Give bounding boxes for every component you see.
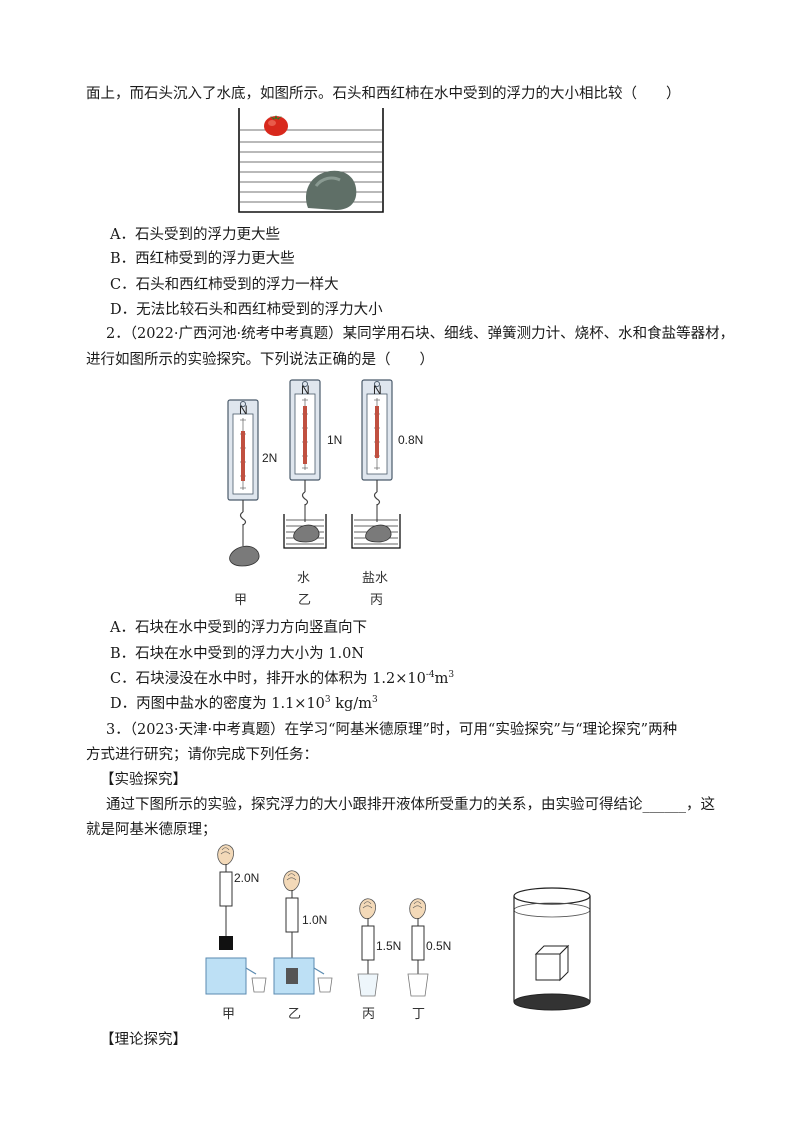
weight-block-icon: [219, 936, 233, 950]
stone-bing-icon: [365, 524, 392, 543]
q1-stem-tail: 面上，而石头沉入了水底，如图所示。石头和西红柿在水中受到的浮力的大小相比较（ ）: [86, 86, 681, 102]
cube-icon: [534, 944, 570, 982]
tomato-icon: [264, 115, 288, 136]
caption3-bing: 丙: [362, 1007, 375, 1022]
setup-bing: 1.5N 丙: [357, 898, 401, 1022]
scale-yi: N 1N 水: [283, 379, 342, 586]
liquid-label-water: 水: [297, 571, 310, 586]
setup-jia: 2.0N 甲: [205, 844, 267, 1022]
q2-stem-line1: 2．（2022·广西河池·统考中考真题）某同学用石块、细线、弹簧测力计、烧杯、水…: [106, 326, 735, 342]
bucket-ding-icon: [407, 973, 429, 997]
stone-icon: [306, 170, 357, 210]
setup-yi: 1.0N 乙: [273, 870, 333, 1022]
small-cup-jia: [251, 977, 267, 993]
caption3-yi: 乙: [288, 1007, 301, 1022]
scale-jia: N 2N: [227, 399, 277, 567]
q2-option-d: D．丙图中盐水的密度为 1.1×103 kg/m3: [110, 695, 378, 713]
reading-d: 0.5N: [426, 939, 451, 953]
caption3-ding: 丁: [412, 1007, 425, 1022]
q3-stem-line2: 方式进行研究；请你完成下列任务：: [86, 747, 318, 763]
stone-jia-icon: [229, 545, 260, 567]
q3-para2: 就是阿基米德原理；: [86, 822, 217, 838]
overflow-beaker-jia: [205, 957, 247, 995]
reading-b: 1.0N: [302, 913, 327, 927]
q2-stem-line2: 进行如图所示的实验探究。下列说法正确的是（ ）: [86, 352, 434, 368]
stone-yi-icon: [293, 524, 320, 543]
caption-jia: 甲: [234, 593, 247, 608]
scale-unit-yi: N: [301, 383, 310, 397]
q1-option-b: B．西红柿受到的浮力更大些: [110, 251, 295, 267]
small-cup-yi: [317, 977, 333, 993]
caption3-jia: 甲: [222, 1007, 235, 1022]
spring-scale-figure: N 2N N 1N 水 N 0.8N 盐水: [227, 379, 423, 608]
q1-option-d: D．无法比较石头和西红柿受到的浮力大小: [110, 302, 383, 318]
section-experiment-heading: 【实验探究】: [100, 772, 187, 788]
q2-option-b: B．石块在水中受到的浮力大小为 1.0N: [110, 646, 365, 662]
setup-ding: 0.5N 丁: [407, 898, 451, 1022]
reading-yi: 1N: [327, 433, 342, 447]
q2-option-a: A．石块在水中受到的浮力方向竖直向下: [110, 620, 367, 636]
q1-option-c: C．石头和西红柿受到的浮力一样大: [110, 277, 339, 293]
section-theory-heading: 【理论探究】: [100, 1032, 187, 1048]
q3-para1: 通过下图所示的实验，探究浮力的大小跟排开液体所受重力的关系，由实验可得结论___…: [106, 797, 715, 813]
reading-a: 2.0N: [234, 871, 259, 885]
scale-unit-bing: N: [373, 383, 382, 397]
liquid-label-salt-water: 盐水: [362, 571, 388, 586]
bucket-bing-icon: [357, 973, 379, 997]
submerged-block-icon: [286, 968, 298, 984]
q2-option-c: C．石块浸没在水中时，排开水的体积为 1.2×10-4m3: [110, 670, 455, 688]
cylinder-with-cube: [513, 887, 591, 1011]
reading-c: 1.5N: [376, 939, 401, 953]
q3-stem-line1: 3．（2023·天津·中考真题）在学习“阿基米德原理”时，可用“实验探究”与“理…: [106, 722, 678, 738]
caption-yi: 乙: [298, 593, 311, 608]
scale-unit-jia: N: [239, 403, 248, 417]
archimedes-figure: 2.0N 甲 1.0N 乙 1.5N 丙 0.5N 丁: [205, 844, 591, 1022]
scale-bing: N 0.8N 盐水: [351, 379, 423, 586]
caption-bing: 丙: [370, 593, 383, 608]
tomato-stone-figure: [238, 108, 384, 213]
reading-bing: 0.8N: [398, 433, 423, 447]
reading-jia: 2N: [262, 451, 277, 465]
q1-option-a: A．石头受到的浮力更大些: [110, 227, 280, 243]
tank: [238, 108, 384, 213]
